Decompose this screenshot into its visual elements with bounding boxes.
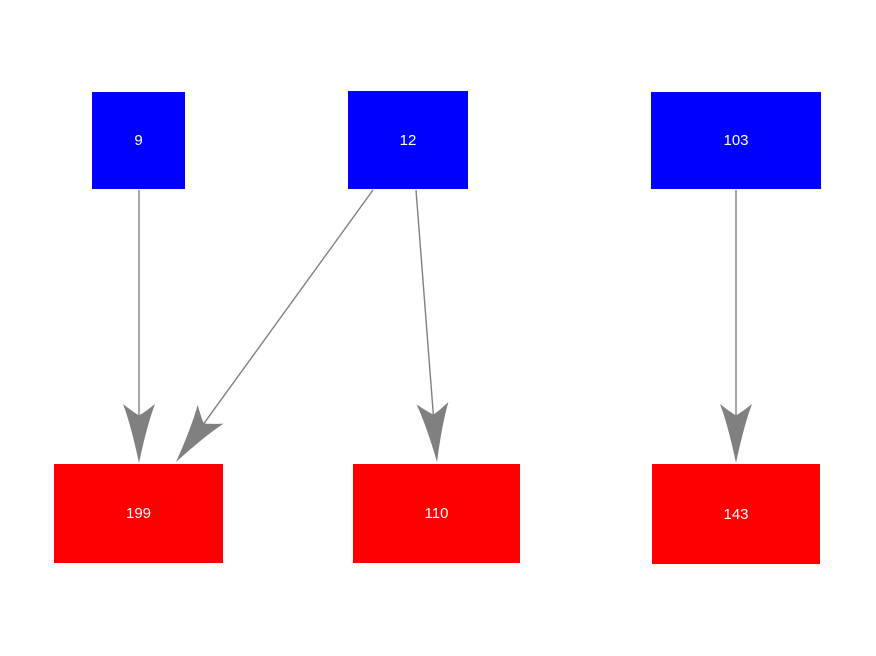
- arrowhead-12-199: [176, 404, 224, 462]
- arrowhead-103-143: [720, 404, 752, 463]
- node-199: 199: [54, 464, 223, 563]
- node-12: 12: [348, 91, 468, 189]
- node-143: 143: [652, 464, 820, 564]
- node-label-9: 9: [134, 132, 143, 149]
- node-label-199: 199: [125, 505, 152, 522]
- node-label-12: 12: [399, 131, 417, 149]
- node-label-103: 103: [723, 132, 749, 149]
- arrowhead-9-199: [123, 404, 155, 463]
- edge-line-12-199: [202, 189, 374, 425]
- edge-line-12-110: [415, 189, 435, 416]
- edge-12-110: [415, 189, 449, 462]
- node-label-110: 110: [424, 505, 449, 522]
- node-103: 103: [651, 92, 821, 189]
- node-110: 110: [353, 464, 520, 563]
- edge-9-199: [123, 190, 155, 463]
- edge-103-143: [720, 190, 752, 463]
- arrowhead-12-110: [416, 401, 449, 462]
- node-9: 9: [92, 92, 185, 189]
- node-label-143: 143: [723, 505, 749, 523]
- edge-12-199: [176, 189, 374, 462]
